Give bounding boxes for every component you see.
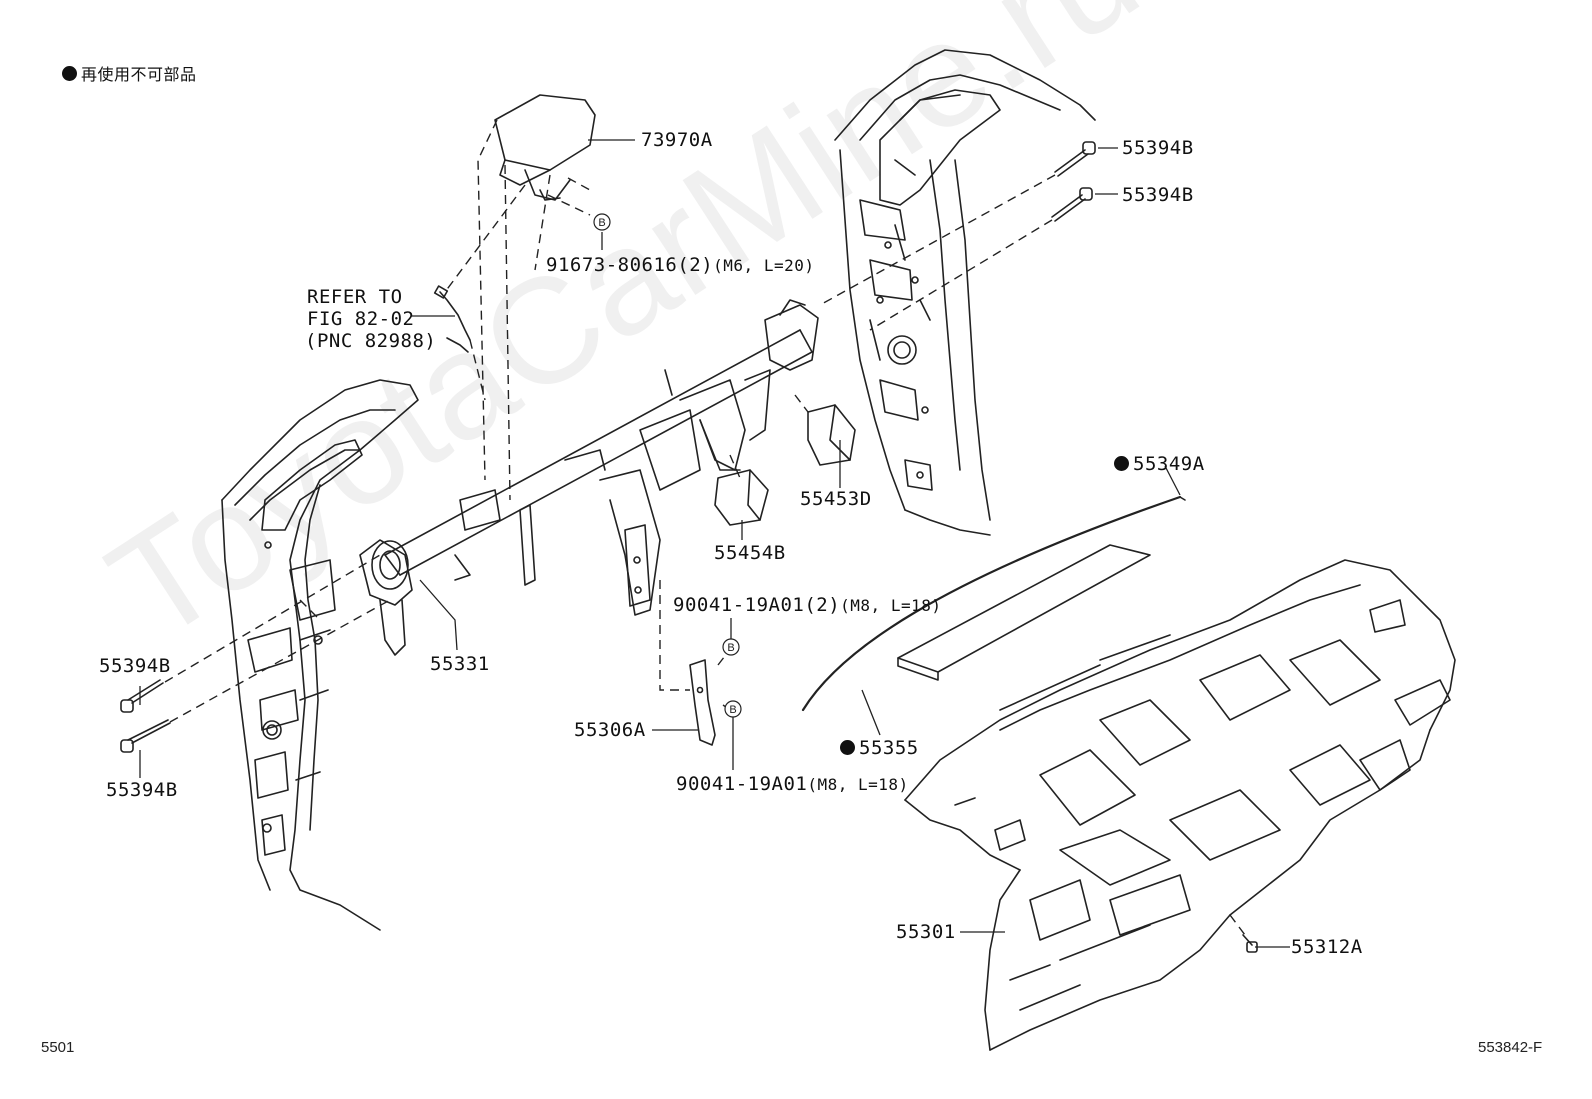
cross-car-beam <box>359 299 819 656</box>
part-label-55454b[interactable]: 55454B <box>714 542 786 564</box>
part-number: 91673-80616(2) <box>546 254 714 276</box>
part-number: 55349A <box>1133 453 1205 475</box>
left-body-pillar <box>221 379 419 931</box>
legend: 再使用不可部品 <box>62 61 197 85</box>
part-label-55394b-left-2[interactable]: 55394B <box>106 779 178 801</box>
guide-lines <box>164 119 1246 936</box>
callout-b-circles <box>593 213 742 718</box>
part-label-55453d[interactable]: 55453D <box>800 488 872 510</box>
part-label-91673[interactable]: 91673-80616(2)(M6, L=20) <box>546 254 814 276</box>
non-reusable-dot-icon <box>840 740 855 755</box>
duct-55453d <box>807 404 856 466</box>
part-label-90041-a[interactable]: 90041-19A01(2)(M8, L=18) <box>673 594 941 616</box>
figure-code: 553842-F <box>1478 1039 1543 1056</box>
part-label-55312a[interactable]: 55312A <box>1291 936 1363 958</box>
part-label-55394b-left-1[interactable]: 55394B <box>99 655 171 677</box>
refer-line-2: FIG 82-02 <box>307 308 415 330</box>
bolts <box>120 141 1258 953</box>
part-label-55355[interactable]: 55355 <box>840 737 919 759</box>
part-label-55394b-top-1[interactable]: 55394B <box>1122 137 1194 159</box>
legend-text: 再使用不可部品 <box>81 65 197 84</box>
part-number: 90041-19A01(2) <box>673 594 841 616</box>
page-code: 5501 <box>41 1039 75 1056</box>
top-pad-panel <box>897 544 1151 681</box>
duct-55454b <box>714 469 769 526</box>
wire-harness <box>433 285 471 353</box>
part-label-55301[interactable]: 55301 <box>896 921 956 943</box>
part-label-55394b-top-2[interactable]: 55394B <box>1122 184 1194 206</box>
callout-b-1: B <box>598 217 605 229</box>
instrument-panel <box>904 559 1456 1051</box>
callout-b-2: B <box>727 642 734 654</box>
refer-line-3: (PNC 82988) <box>305 330 437 352</box>
part-label-55349a[interactable]: 55349A <box>1114 453 1205 475</box>
part-number: 90041-19A01 <box>676 773 808 795</box>
leader-lines <box>139 139 1290 948</box>
part-label-73970a[interactable]: 73970A <box>641 129 713 151</box>
non-reusable-dot-icon <box>1114 456 1129 471</box>
brace-55306a <box>689 659 716 746</box>
refer-line-1: REFER TO <box>307 286 403 308</box>
part-spec: (M8, L=18) <box>840 596 942 615</box>
part-label-55331[interactable]: 55331 <box>430 653 490 675</box>
part-label-55306a[interactable]: 55306A <box>574 719 646 741</box>
part-label-90041-b[interactable]: 90041-19A01(M8, L=18) <box>676 773 909 795</box>
weatherstrip <box>801 495 1186 712</box>
non-reusable-dot-icon <box>62 66 77 81</box>
knee-airbag-assembly <box>494 94 596 201</box>
part-number: 55355 <box>859 737 919 759</box>
callout-b-3: B <box>729 704 736 716</box>
right-body-pillar <box>834 49 1096 536</box>
part-spec: (M6, L=20) <box>713 256 815 275</box>
part-spec: (M8, L=18) <box>807 775 909 794</box>
